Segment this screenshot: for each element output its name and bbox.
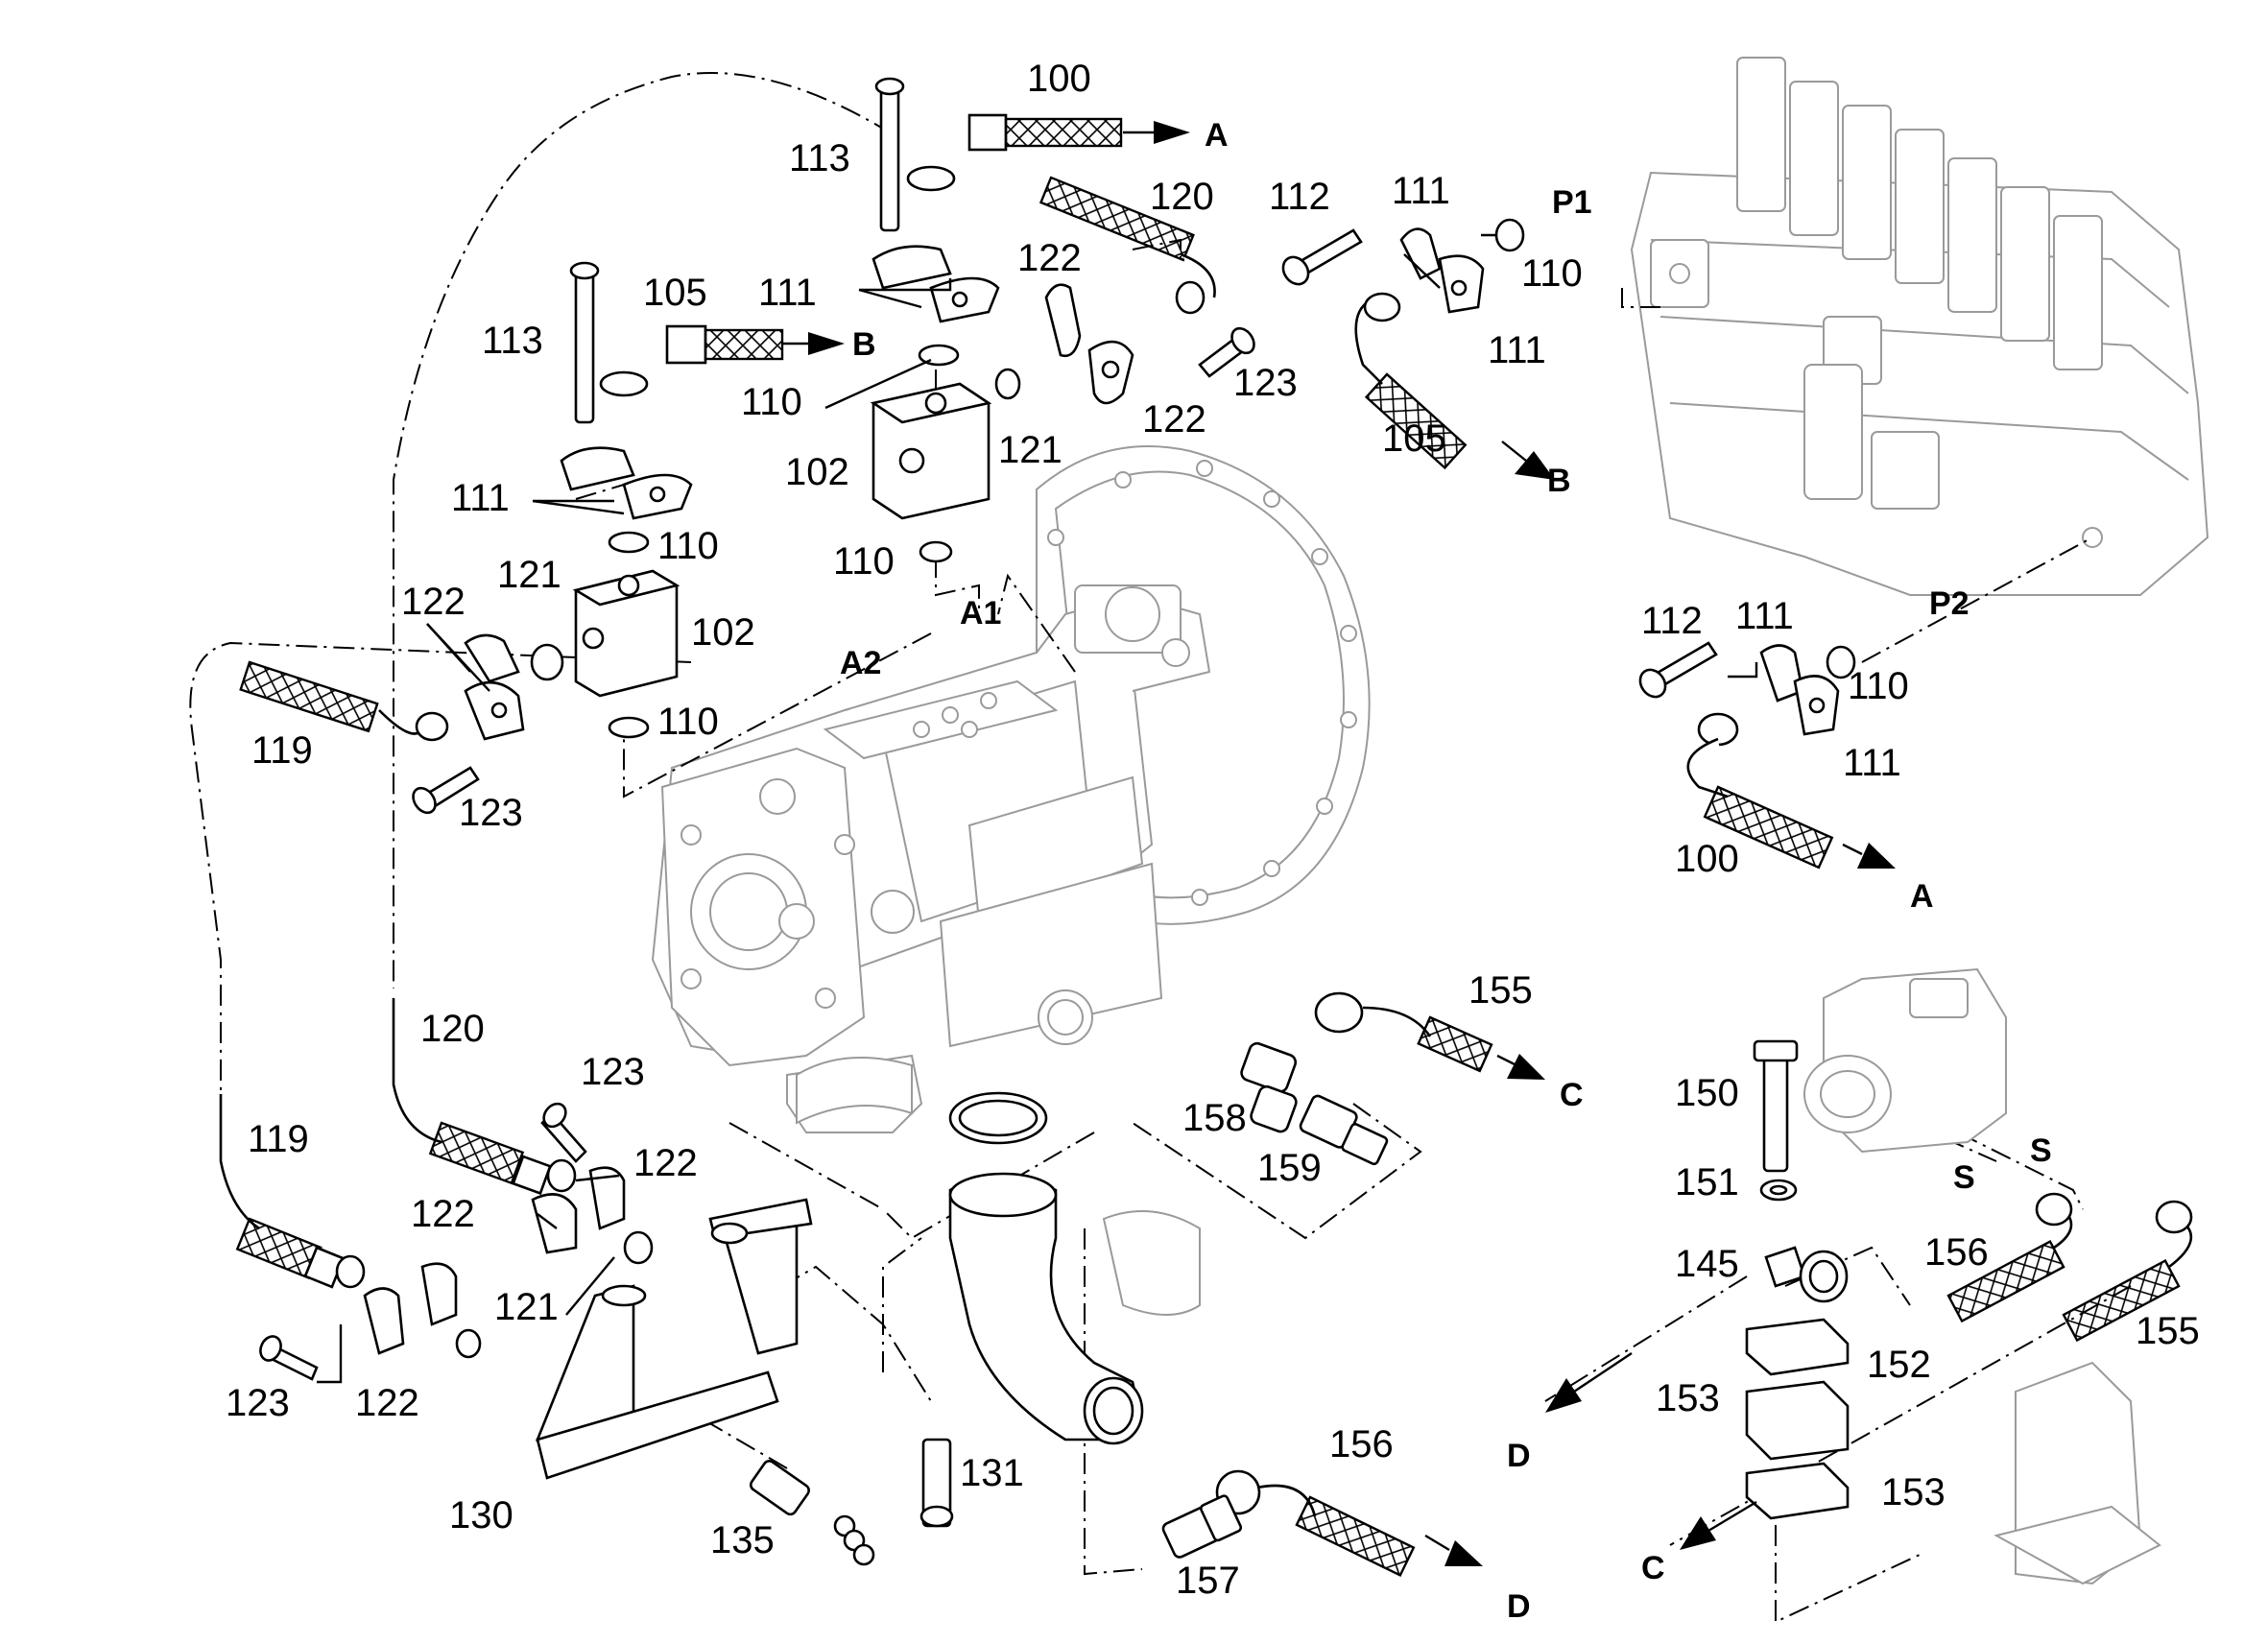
hose-120-top — [1039, 176, 1216, 315]
part-label: 112 — [1641, 600, 1703, 642]
part-label: 157 — [1176, 1560, 1240, 1602]
flange-bolt-holes — [1047, 460, 1357, 906]
part-label: 158 — [1182, 1097, 1247, 1139]
hose-156-lower — [1215, 1469, 1416, 1577]
connection-label: D — [1507, 1588, 1531, 1625]
hose-120-lower — [392, 998, 577, 1196]
part-label: 123 — [459, 792, 523, 834]
main-pump-assembly — [651, 445, 1371, 1133]
part-label: 102 — [691, 611, 755, 654]
part-label: 113 — [789, 137, 850, 179]
part-label: 111 — [758, 272, 817, 314]
part-label: 153 — [1881, 1471, 1946, 1513]
connection-label: B — [852, 326, 876, 363]
hose-156-right — [1946, 1192, 2073, 1323]
part-label: 156 — [1924, 1231, 1989, 1274]
part-label: 111 — [451, 477, 510, 519]
part-label: 110 — [1521, 252, 1583, 295]
part-label: 110 — [657, 701, 719, 743]
connection-label: A — [1205, 117, 1229, 154]
part-label: 159 — [1257, 1147, 1322, 1189]
part-label: 111 — [1735, 595, 1794, 637]
part-label: 150 — [1675, 1072, 1739, 1114]
part-label: 110 — [1848, 665, 1909, 707]
connection-label: C — [1641, 1550, 1665, 1586]
flow-arrows — [782, 121, 1896, 1566]
part-label: 121 — [494, 1286, 559, 1328]
part-label: 155 — [1468, 969, 1533, 1012]
hose-119-upper — [239, 660, 449, 742]
connection-label: D — [1507, 1438, 1531, 1474]
part-label: 111 — [1488, 329, 1546, 371]
connection-label: P2 — [1929, 585, 1970, 622]
part-label: 122 — [633, 1142, 698, 1184]
connection-label: A — [1910, 878, 1934, 915]
part-label: 100 — [1675, 838, 1739, 880]
part-label: 123 — [581, 1051, 645, 1093]
hose-100-right — [1686, 712, 1834, 870]
part-label: 122 — [411, 1193, 475, 1235]
part-label: 122 — [401, 581, 466, 623]
part-label: 121 — [998, 429, 1062, 471]
part-label: 151 — [1675, 1161, 1739, 1203]
part-label: 155 — [2136, 1310, 2200, 1352]
part-label: 120 — [420, 1008, 485, 1050]
connection-label: S — [2030, 1132, 2052, 1169]
part-label: 135 — [710, 1519, 775, 1561]
part-label: 105 — [643, 272, 707, 314]
hose-105-right — [1354, 292, 1468, 470]
hose-119-lower — [219, 1094, 366, 1289]
part-label: 105 — [1382, 417, 1446, 460]
part-label: 119 — [251, 729, 313, 772]
connection-label: S — [1953, 1159, 1975, 1196]
valve-spool-caps — [1736, 57, 2103, 370]
part-label: 111 — [1843, 742, 1901, 784]
part-label: 152 — [1867, 1344, 1931, 1386]
part-label: 122 — [1017, 237, 1082, 279]
part-label: 110 — [741, 381, 802, 423]
control-valve-block — [1630, 57, 2209, 596]
part-label: 156 — [1329, 1423, 1394, 1465]
part-label: 112 — [1269, 176, 1330, 218]
part-number-labels: 100 113 120 112 111 110 105 111 122 113 … — [226, 58, 2200, 1602]
part-label: 110 — [657, 525, 719, 567]
connection-label: P1 — [1552, 184, 1592, 221]
hose-105-left — [599, 324, 784, 397]
part-label: 102 — [785, 451, 849, 493]
part-label: 131 — [960, 1452, 1024, 1494]
connection-label: B — [1547, 463, 1571, 499]
hose-100-top — [906, 106, 1123, 192]
part-label: 110 — [833, 540, 895, 583]
connection-label: C — [1560, 1077, 1584, 1113]
fastener-parts — [259, 77, 2161, 1585]
connection-labels: A B B A C D C D P1 P2 A1 A2 S S — [840, 117, 2052, 1625]
part-label: 130 — [449, 1494, 513, 1537]
part-label: 121 — [497, 554, 561, 596]
label-leaders — [317, 233, 1758, 1384]
part-label: 122 — [1142, 398, 1206, 441]
part-label: 153 — [1656, 1377, 1720, 1419]
part-label: 122 — [355, 1382, 419, 1424]
part-label: 100 — [1027, 58, 1091, 100]
hose-155-right — [2062, 1200, 2193, 1343]
part-label: 123 — [226, 1382, 290, 1424]
part-label: 120 — [1150, 176, 1214, 218]
part-label: 145 — [1675, 1243, 1739, 1285]
hose-155-top — [1314, 991, 1493, 1073]
part-label: 123 — [1233, 362, 1298, 404]
connection-label: A1 — [960, 595, 1001, 631]
connection-label: A2 — [840, 645, 881, 681]
part-label: 119 — [248, 1118, 309, 1160]
part-label: 113 — [482, 320, 543, 362]
part-label: 111 — [1392, 170, 1450, 212]
leader-lines — [189, 72, 2132, 1624]
